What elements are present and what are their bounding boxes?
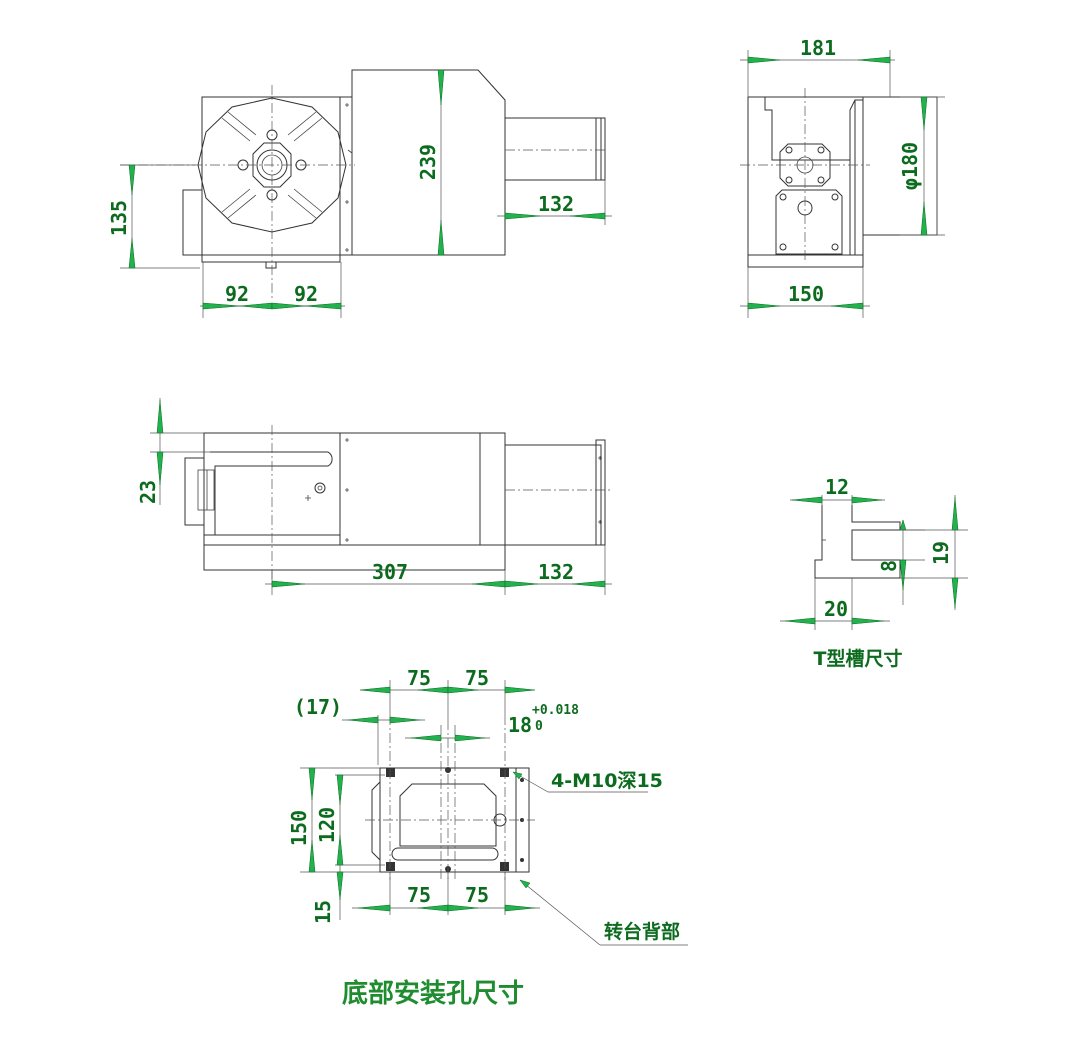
dim-arrow	[471, 580, 506, 588]
dim-base-tol-upper: +0.018	[532, 703, 579, 718]
dim-arrow	[357, 904, 391, 912]
dim-arrow	[156, 399, 164, 434]
mount-hole	[386, 862, 395, 871]
tslot-title: T型槽尺寸	[814, 647, 903, 670]
dim-plan-132: 132	[538, 560, 574, 584]
dim-arrow	[951, 496, 959, 531]
dim-tslot-19: 19	[929, 541, 953, 565]
dim-arrow	[308, 767, 316, 801]
dim-arrow	[389, 716, 421, 724]
dim-plan-307: 307	[372, 560, 408, 584]
dim-arrow	[784, 617, 816, 625]
dim-side-phi180: φ180	[898, 142, 922, 190]
plan-base	[203, 544, 506, 571]
dim-base-bottom-75-left: 75	[407, 883, 431, 907]
dim-front-92-right: 92	[294, 282, 318, 306]
dim-arrow	[454, 734, 486, 742]
base-title: 底部安装孔尺寸	[342, 978, 524, 1009]
back-note: 转台背部	[604, 920, 680, 943]
dim-front-135: 135	[107, 200, 131, 236]
dim-arrow	[156, 451, 164, 486]
side-body	[747, 96, 864, 268]
mount-hole	[500, 768, 509, 777]
dim-arrow	[128, 237, 136, 269]
dim-base-150: 150	[287, 810, 311, 846]
dim-arrow	[447, 904, 479, 912]
dim-arrow	[271, 580, 306, 588]
plan-view: 23 307 132	[136, 398, 612, 595]
dim-base-120: 120	[315, 807, 339, 843]
dim-arrow	[504, 686, 536, 694]
dim-arrow	[519, 879, 531, 889]
dim-arrow	[447, 686, 479, 694]
dim-arrow	[747, 302, 781, 310]
dim-tslot-12: 12	[825, 475, 849, 499]
dim-front-92-left: 92	[225, 282, 249, 306]
holes-note: 4-M10深15	[551, 769, 663, 792]
dim-arrow	[920, 96, 928, 131]
dim-base-17: (17)	[294, 695, 342, 719]
dim-arrow	[336, 871, 344, 901]
side-view: 181 φ180 150	[740, 36, 945, 318]
dim-arrow	[920, 201, 928, 236]
dim-front-239: 239	[416, 144, 440, 180]
dim-arrow	[304, 302, 342, 310]
dim-arrow	[569, 212, 606, 220]
tslot-profile	[814, 505, 901, 579]
front-view: 135 92 92 239 132	[107, 69, 612, 318]
dim-arrow	[951, 577, 959, 609]
mount-hole	[500, 862, 509, 871]
dim-arrow	[359, 686, 391, 694]
dim-base-15: 15	[311, 900, 335, 924]
dim-arrow	[504, 212, 541, 220]
front-motor	[504, 117, 602, 181]
dim-arrow	[437, 219, 445, 256]
dim-side-150: 150	[788, 282, 824, 306]
dim-arrow	[851, 496, 883, 504]
dim-arrow	[202, 302, 241, 310]
dim-arrow	[437, 69, 445, 106]
dim-tslot-8: 8	[877, 560, 901, 572]
plan-motor	[504, 444, 602, 546]
dim-arrow	[336, 774, 344, 806]
dim-base-top-75-right: 75	[465, 666, 489, 690]
dim-arrow	[899, 519, 907, 531]
tslot-detail: 12 8 19 20 T型槽尺寸	[780, 475, 968, 670]
dim-arrow	[830, 302, 864, 310]
dim-tslot-20: 20	[824, 597, 848, 621]
dim-arrow	[308, 839, 316, 873]
dim-side-181: 181	[800, 36, 836, 60]
dim-arrow	[791, 496, 823, 504]
dim-arrow	[571, 580, 606, 588]
dim-arrow	[347, 716, 379, 724]
dim-base-18: 18	[508, 713, 532, 737]
dim-arrow	[336, 834, 344, 866]
dim-arrow	[271, 302, 306, 310]
dim-arrow	[857, 56, 891, 64]
dim-base-bottom-75-right: 75	[465, 883, 489, 907]
dim-base-tol-lower: 0	[535, 719, 543, 734]
front-side-plate	[182, 189, 203, 256]
dim-arrow	[410, 734, 442, 742]
dim-arrow	[128, 164, 136, 196]
dim-arrow	[512, 771, 523, 780]
front-housing-outline	[201, 69, 506, 263]
dim-front-132: 132	[538, 192, 574, 216]
dim-arrow	[504, 580, 539, 588]
base-view: 75 75 (17) 18 +0.018 0 4-M10深15 150 120	[287, 666, 688, 1009]
dim-arrow	[899, 559, 907, 591]
mount-hole	[386, 768, 395, 777]
dim-arrow	[747, 56, 781, 64]
dim-arrow	[851, 617, 885, 625]
dim-plan-23: 23	[136, 480, 160, 504]
dim-base-top-75-left: 75	[407, 666, 431, 690]
dim-arrow	[504, 904, 536, 912]
